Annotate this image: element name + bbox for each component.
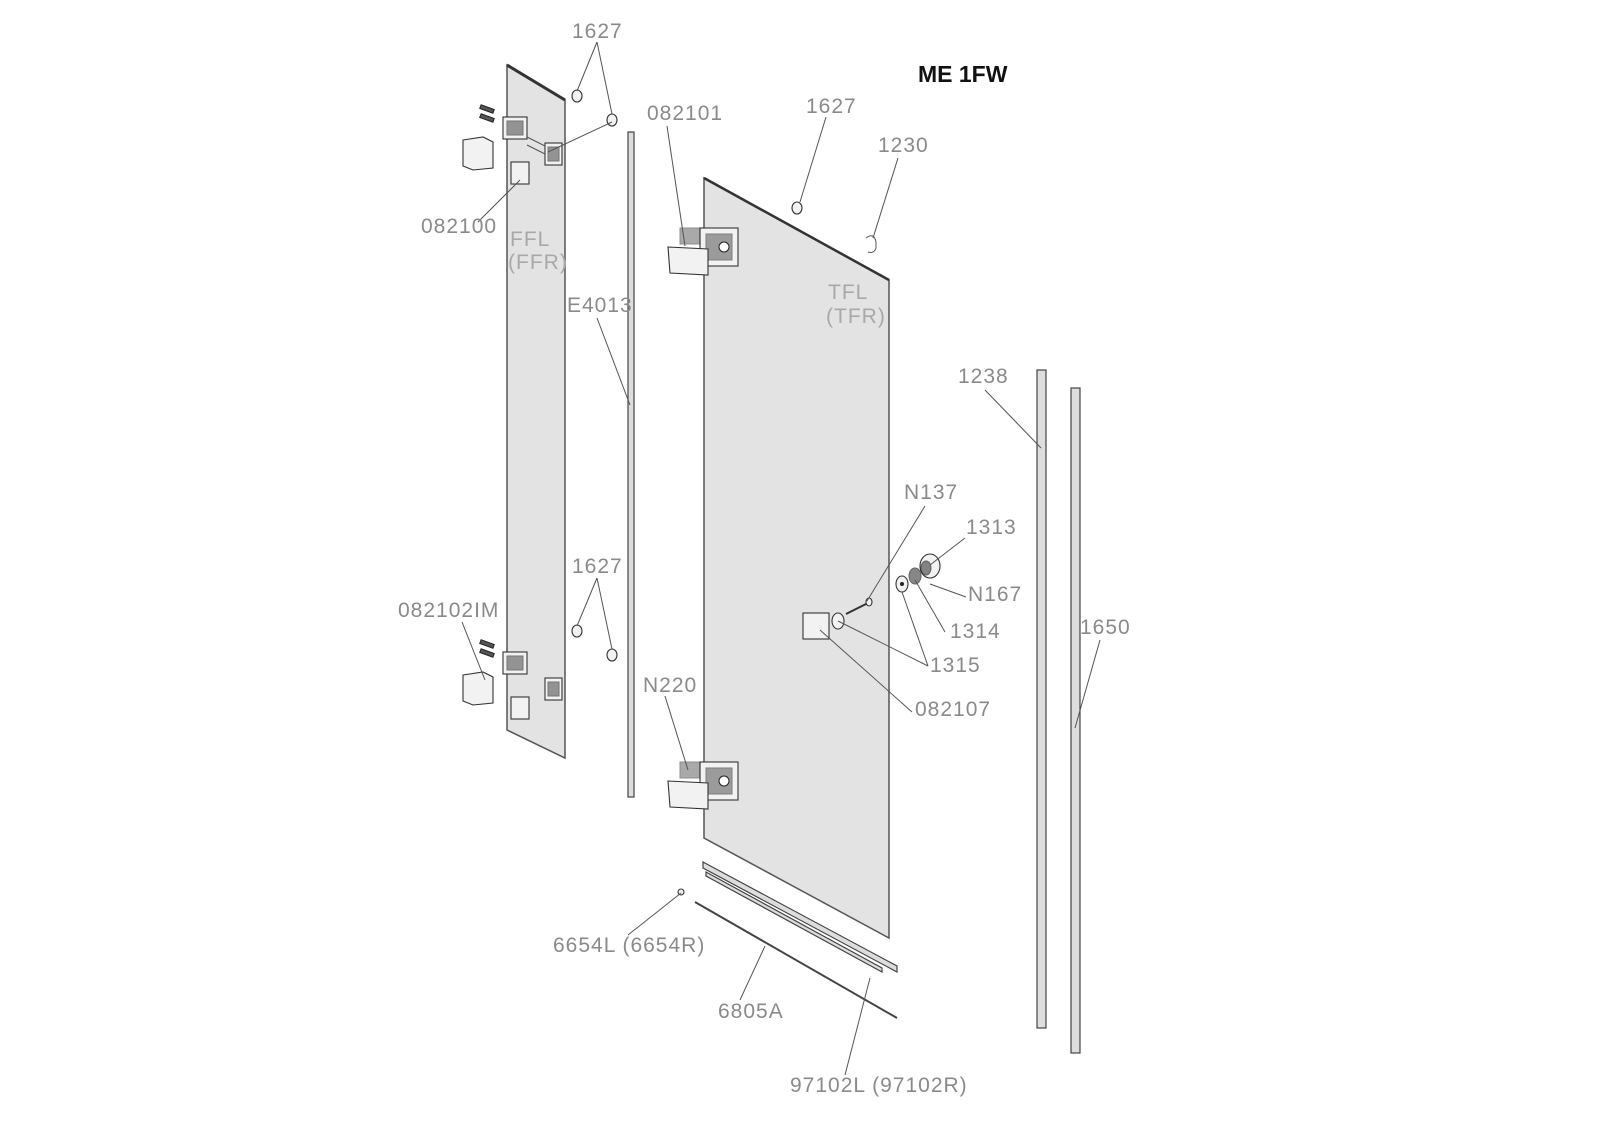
drip-seal-6805a [694,901,898,1019]
cap-1627-b [606,113,618,127]
label-1627-door: 1627 [806,95,857,118]
wall-clamp-top [462,104,563,185]
leader-lines [461,41,1101,1076]
label-n220: N220 [643,674,697,697]
door-panel-label-alt: (TFR) [826,305,886,328]
fixed-glass-panel: FFL (FFR) [506,63,568,760]
label-6805a: 6805A [718,1000,784,1023]
cap-1627-a [571,89,583,103]
label-1313: 1313 [966,516,1017,539]
label-1230: 1230 [878,134,929,157]
label-6654l: 6654L (6654R) [553,934,705,957]
wall-clamp-bottom [462,639,563,720]
bottom-seal-97102 [702,860,898,974]
wall-profile-1650 [1070,387,1081,1054]
label-97102l: 97102L (97102R) [790,1074,968,1097]
door-panel-label: TFL [828,281,868,304]
label-082101: 082101 [647,102,723,125]
seal-strip-e4013 [627,131,635,798]
label-n137: N137 [904,481,958,504]
label-1314: 1314 [950,620,1001,643]
cap-1627-c [571,624,583,638]
door-hinge-bottom [667,761,739,810]
label-1627-top: 1627 [572,20,623,43]
label-n167: N167 [968,583,1022,606]
label-1650: 1650 [1080,616,1131,639]
door-glass-panel: TFL (TFR) [703,176,890,940]
wall-profile-1238 [1036,369,1047,1029]
fixed-panel-label: FFL [510,228,550,251]
label-1627-bottom: 1627 [572,555,623,578]
label-082102im: 082102IM [398,599,499,622]
hook-1230 [865,235,877,253]
end-cap-6654 [677,888,685,896]
cap-1627-door [791,201,803,215]
part-labels: 1627 1627 082101 1230 082100 E4013 1238 … [398,20,1131,1097]
label-082100: 082100 [421,215,497,238]
fixed-panel-label-alt: (FFR) [508,251,568,274]
label-1238: 1238 [958,365,1009,388]
door-hinge-top [667,227,739,276]
diagram-title: ME 1FW [918,61,1008,87]
label-082107: 082107 [915,698,991,721]
cap-1627-d [606,648,618,662]
label-e4013: E4013 [567,294,633,317]
label-1315: 1315 [930,654,981,677]
